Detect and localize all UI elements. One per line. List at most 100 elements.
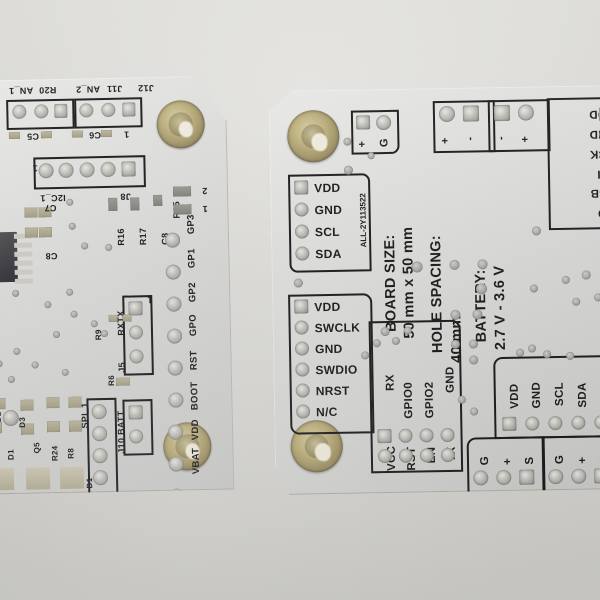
pad: [463, 105, 479, 121]
ic-pin: [14, 243, 32, 248]
pad: [494, 105, 510, 121]
via: [572, 298, 580, 306]
via: [516, 349, 524, 357]
pad: [36, 506, 50, 520]
via: [373, 339, 381, 347]
edge-label-rst: RST: [188, 350, 200, 371]
via: [105, 244, 112, 251]
battery2-minus: -: [495, 135, 508, 141]
smd-cap: [39, 227, 52, 237]
hole-glint: [311, 133, 327, 151]
edge-pad: [167, 328, 182, 343]
silk-r24: D1: [85, 477, 95, 489]
pad: [502, 417, 516, 431]
i2c-top-vdd: VDD: [314, 180, 341, 196]
silk-i2c1-pin1: 1: [32, 163, 38, 174]
uart-rx: RX: [384, 374, 397, 392]
smd-large: [60, 467, 84, 489]
left-pcb-right-edge: [225, 75, 242, 489]
smd: [173, 186, 191, 196]
via: [81, 242, 88, 249]
smd-resistor: [130, 197, 139, 210]
pad: [122, 102, 135, 116]
silk-c5: C5: [26, 131, 40, 142]
silk-an1: AN_1: [8, 85, 34, 96]
swd-swclk: SWCLK: [314, 320, 361, 336]
via: [594, 293, 600, 301]
mounting-hole-top-right: [156, 100, 205, 149]
pad: [129, 405, 143, 419]
pad: [121, 161, 135, 176]
smd: [0, 398, 6, 409]
via: [411, 261, 422, 272]
smd: [47, 421, 60, 432]
serial-number: ALL-2Y113522: [358, 193, 369, 248]
via: [32, 361, 39, 368]
pad: [0, 507, 3, 521]
via: [66, 199, 73, 206]
i2c-bot-gnd: GND: [530, 381, 544, 409]
smd: [20, 400, 33, 411]
silk-r8: D3: [17, 416, 27, 428]
smd: [116, 378, 130, 386]
servo1-g: G: [478, 455, 492, 466]
silk-num-2: 2: [201, 185, 208, 196]
swd-swdio: SWDIO: [315, 362, 358, 378]
battery1-plus: +: [439, 137, 452, 145]
edge-label-vdd: VDD: [189, 419, 202, 441]
edge-label-gp3: GP3: [185, 214, 197, 235]
pad: [93, 492, 108, 507]
smd: [123, 314, 132, 321]
swd-nrst: NRST: [315, 383, 350, 399]
via: [530, 284, 538, 292]
via: [368, 152, 375, 159]
via: [13, 348, 20, 355]
smd-large: [26, 467, 50, 489]
smd-resistor: [108, 198, 117, 211]
via: [562, 276, 570, 284]
via: [62, 369, 69, 376]
smd-cap: [101, 130, 112, 137]
silk-q5: D2: [0, 411, 3, 423]
spec-board-size-label: BOARD SIZE:: [382, 234, 400, 333]
via: [472, 309, 482, 319]
silk-j5: J5: [116, 361, 127, 373]
hole-glint: [315, 443, 331, 461]
edge-label-gpo: GPO: [187, 314, 200, 337]
pad: [519, 469, 534, 484]
silk-d2: D2: [81, 529, 94, 540]
via: [53, 331, 60, 338]
edge-label-gp2: GP2: [186, 282, 199, 303]
via: [532, 226, 541, 235]
ic-pin: [15, 270, 33, 275]
via: [582, 270, 591, 279]
via: [470, 407, 478, 415]
battery2-plus: +: [519, 135, 532, 143]
silk-r3: Q5: [32, 442, 42, 454]
via: [101, 330, 108, 337]
via: [12, 290, 19, 297]
i2c-bot-scl: SCL: [553, 382, 567, 407]
spec-battery-label: BATTERY:: [472, 269, 490, 343]
via: [543, 350, 551, 358]
servo2-g: G: [553, 454, 567, 465]
spi-label-sck: SCK: [589, 147, 600, 160]
mounting-hole-top-left: [287, 110, 340, 163]
smd-cap: [25, 227, 38, 237]
silk-a1: A_1: [57, 529, 75, 541]
edge-label-gp1: GP1: [186, 248, 198, 269]
silk-a2: A_2: [0, 531, 9, 542]
pad: [56, 506, 71, 521]
via: [66, 289, 73, 296]
silk-an2: AN_2: [75, 84, 101, 95]
i2c-bot-sda: SDA: [576, 382, 590, 408]
edge-label-vbat: VBAT: [190, 447, 202, 475]
via: [381, 327, 390, 336]
silk-num-1: 1: [202, 203, 208, 214]
pad: [54, 104, 67, 118]
smd-cap: [72, 130, 83, 137]
pad: [356, 115, 370, 129]
smd-cap: [9, 132, 20, 139]
pad: [377, 429, 391, 443]
i2c-top-sda: SDA: [315, 246, 342, 262]
